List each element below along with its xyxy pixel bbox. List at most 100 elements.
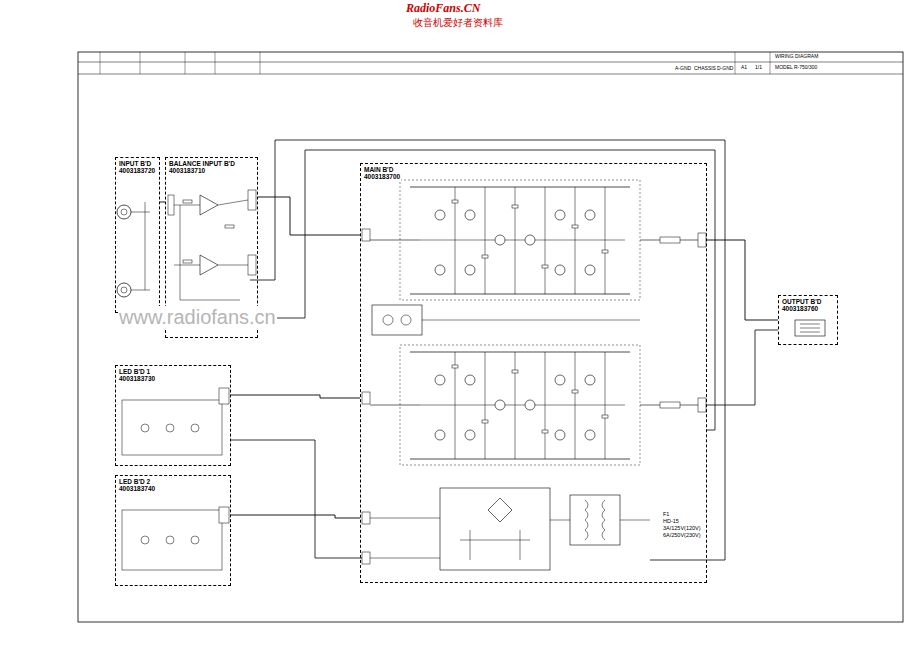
ground-symbol-label: CHASSIS <box>693 66 717 72</box>
balance-circuit <box>174 205 200 206</box>
balance-circuit <box>180 300 240 301</box>
harness-wire <box>231 140 778 560</box>
output-terminal <box>800 324 820 325</box>
board-connector <box>698 233 706 247</box>
led-circuit <box>141 536 149 544</box>
watermark: www.radiofans.cn <box>118 306 277 328</box>
output-terminal <box>795 320 825 336</box>
harness-wire <box>231 515 360 518</box>
led-board: LED B'D 24003183740 <box>115 475 231 586</box>
drawing-frame <box>78 52 903 622</box>
sheet-number: 1/1 <box>754 65 763 71</box>
board-connector <box>362 392 370 404</box>
harness-wire <box>258 197 360 235</box>
board-name: INPUT B'D <box>118 160 152 167</box>
amp-channel <box>370 180 698 300</box>
model-number: MODEL R-750/300 <box>774 65 818 71</box>
board-connector <box>362 229 706 564</box>
power-supply <box>370 558 440 559</box>
ground-symbol-label: A-GND <box>674 66 692 72</box>
led-circuit <box>166 536 174 544</box>
part-number: 4003183710 <box>168 167 206 174</box>
drawing-frame <box>770 52 771 74</box>
drawing-frame <box>260 52 261 74</box>
title-text: WIRING DIAGRAM <box>774 54 819 60</box>
balance-circuit <box>168 190 256 300</box>
output-terminal <box>800 332 820 333</box>
xlr-jack <box>117 283 131 297</box>
board-connector <box>660 237 680 243</box>
board-name: LED B'D 1 <box>118 368 151 375</box>
drawing-frame <box>78 52 903 622</box>
board-name: BALANCE INPUT B'D <box>168 160 236 167</box>
balance-circuit <box>174 265 200 266</box>
protection-circuit <box>383 315 393 325</box>
protection-circuit <box>372 305 640 335</box>
led-circuit <box>219 507 229 523</box>
balance-circuit <box>200 255 218 275</box>
balance-circuit <box>248 190 256 210</box>
balance-circuit <box>248 255 256 275</box>
part-number: 4003183740 <box>118 485 156 492</box>
xlr-jack <box>121 209 127 215</box>
xlr-jack <box>117 202 150 297</box>
balance-circuit <box>183 260 192 263</box>
power-supply <box>370 518 440 519</box>
drawing-frame <box>185 52 186 74</box>
xlr-jack <box>145 202 146 290</box>
led-circuit <box>191 536 199 544</box>
harness-wire <box>250 140 725 560</box>
watermark: RadioFans.CN <box>405 2 481 15</box>
harness-wire <box>231 440 362 558</box>
board-name: LED B'D 2 <box>118 478 151 485</box>
board-connector <box>362 229 370 241</box>
power-supply <box>520 530 521 560</box>
led-board: LED B'D 14003183730 <box>115 365 231 466</box>
power-supply <box>550 520 570 521</box>
main-board: MAIN B'D4003183700 <box>360 163 707 583</box>
power-supply <box>488 498 512 522</box>
ground-symbol-label: D-GND <box>716 66 734 72</box>
power-supply <box>440 488 550 570</box>
balance-circuit <box>183 200 192 203</box>
drawing-frame <box>735 52 736 74</box>
fuse-label: F1 <box>662 511 670 517</box>
power-supply <box>470 530 471 560</box>
led-circuit <box>219 388 229 404</box>
part-number: 4003183760 <box>781 305 819 312</box>
led-circuit <box>141 424 149 432</box>
harness-wire <box>706 330 778 405</box>
board-connector <box>362 552 370 564</box>
fuse-rating: 3A/125V(120V) <box>662 525 702 531</box>
led-circuit <box>191 424 199 432</box>
output-board: OUTPUT B'D4003183760 <box>778 295 838 345</box>
sheet-size: A1 <box>740 65 748 71</box>
power-supply <box>570 495 620 545</box>
drawing-frame <box>140 52 141 74</box>
fuse-label: HD-15 <box>662 518 680 524</box>
protection-circuit <box>422 320 640 321</box>
power-supply <box>585 500 588 540</box>
board-name: OUTPUT B'D <box>781 298 822 305</box>
part-number: 4003183700 <box>363 173 401 180</box>
led-circuit <box>166 424 174 432</box>
input-board: INPUT B'D4003183720 <box>115 157 160 313</box>
drawing-frame <box>78 62 903 63</box>
balance-circuit <box>218 265 248 266</box>
balance-circuit <box>168 195 174 215</box>
balance-circuit <box>180 205 181 300</box>
harness-wire <box>231 395 360 398</box>
output-terminal <box>800 328 820 329</box>
part-number: 4003183720 <box>118 167 156 174</box>
protection-circuit <box>372 305 422 335</box>
board-connector <box>362 512 370 524</box>
protection-circuit <box>401 315 411 325</box>
part-number: 4003183730 <box>118 375 156 382</box>
watermark: 收音机爱好者资料库 <box>412 17 504 28</box>
led-circuit <box>122 510 222 570</box>
fuse-rating: 6A/250V(230V) <box>662 532 702 538</box>
drawing-frame <box>100 52 101 74</box>
led-circuit <box>122 400 222 455</box>
